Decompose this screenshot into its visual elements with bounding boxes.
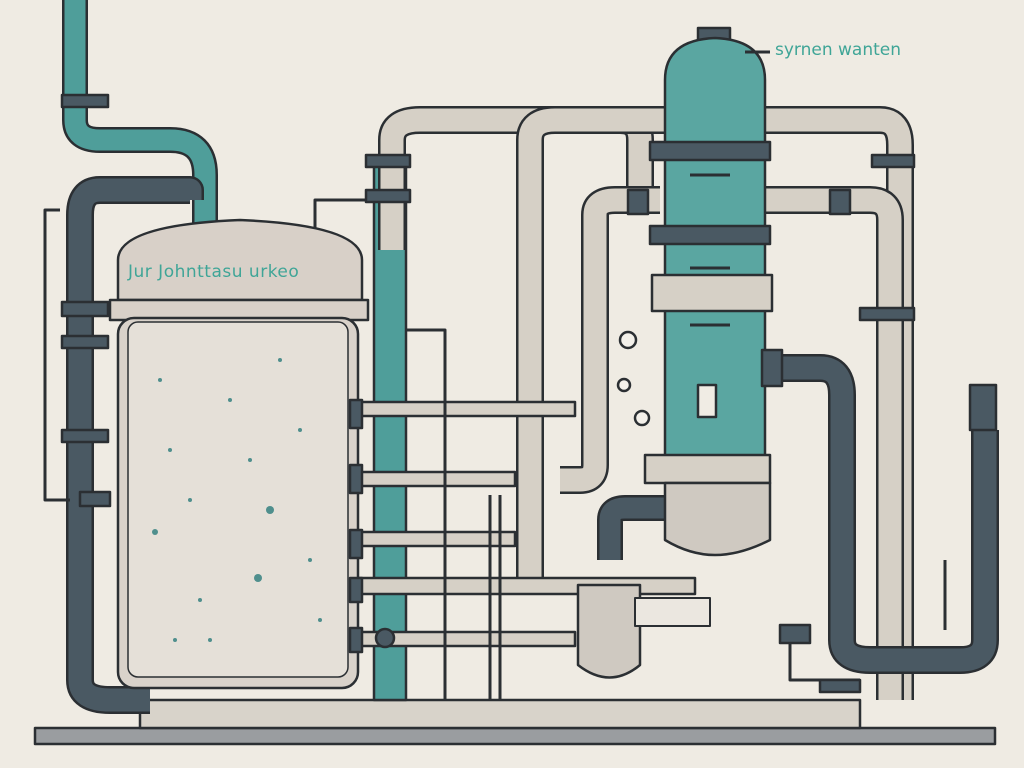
tank-particles (152, 358, 322, 642)
column-label: syrnen wanten (775, 40, 902, 60)
base-platform (33, 726, 997, 746)
slate-pipe-right (765, 354, 999, 674)
storage-tank (108, 218, 370, 690)
pipe-flanges (60, 93, 916, 694)
tank-label: Jur Johnttasu urkeo (128, 262, 300, 282)
filter-column (643, 26, 774, 557)
manifold-pipes (313, 198, 697, 700)
sump-vessel (576, 583, 642, 679)
